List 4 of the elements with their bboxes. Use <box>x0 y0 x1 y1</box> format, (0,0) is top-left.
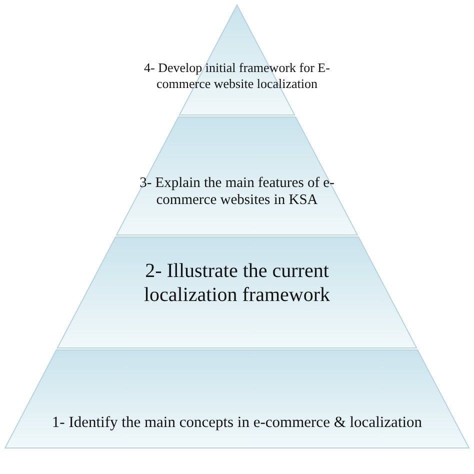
level-text: 1- Identify the main concepts in e-commerce & localization <box>50 414 424 433</box>
level-text: 4- Develop initial framework for E-commerce website localization <box>143 60 331 92</box>
level-text: 3- Explain the main features of e-commerce websites in KSA <box>138 175 336 210</box>
level-text: 2- Illustrate the current localization framework <box>142 259 332 307</box>
